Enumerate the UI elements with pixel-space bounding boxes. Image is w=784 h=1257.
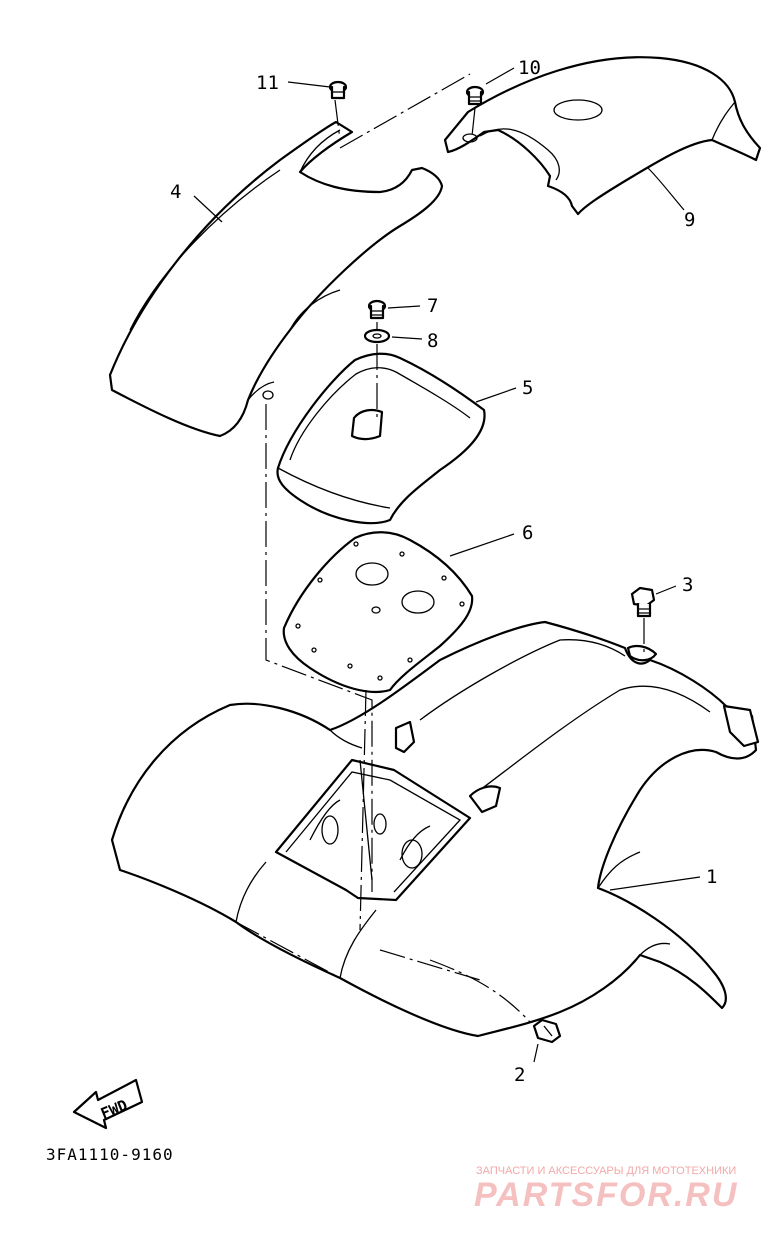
part-5-cover: [276, 352, 486, 525]
callout-11: 11: [256, 72, 279, 94]
part-3-bolt: [630, 586, 656, 618]
callout-3: 3: [682, 574, 693, 596]
part-11-bolt: [328, 80, 348, 100]
drawing-code: 3FA1110-9160: [46, 1145, 174, 1164]
callout-5: 5: [522, 377, 533, 399]
part-4-front-fender: [108, 120, 444, 438]
part-2-bolt: [532, 1018, 562, 1044]
alignment-lines: [235, 73, 645, 1023]
watermark-caption: ЗАПЧАСТИ И АКСЕССУАРЫ ДЛЯ МОТОТЕХНИКИ: [476, 1165, 736, 1177]
callout-2: 2: [514, 1064, 525, 1086]
part-8-washer: [363, 328, 391, 344]
callout-10: 10: [518, 57, 541, 79]
callout-1: 1: [706, 866, 717, 888]
part-6-plate: [282, 531, 474, 694]
callout-labels: 11 10 4 9 7 8 5 6 3 1 2: [170, 57, 717, 1086]
callout-7: 7: [427, 295, 438, 317]
fwd-arrow: FWD: [72, 1078, 144, 1130]
part-1-rear-fender: [110, 620, 760, 1038]
watermark: ЗАПЧАСТИ И АКСЕССУАРЫ ДЛЯ МОТОТЕХНИКИ PA…: [474, 1165, 738, 1214]
part-9-rear-flap: [443, 56, 762, 216]
callout-4: 4: [170, 181, 181, 203]
watermark-logo: PARTSFOR.RU: [474, 1176, 738, 1214]
part-10-bolt: [465, 85, 485, 106]
callout-8: 8: [427, 330, 438, 352]
leader-lines: [193, 67, 701, 1063]
callout-6: 6: [522, 522, 533, 544]
part-7-bolt: [367, 299, 387, 320]
callout-9: 9: [684, 209, 695, 231]
